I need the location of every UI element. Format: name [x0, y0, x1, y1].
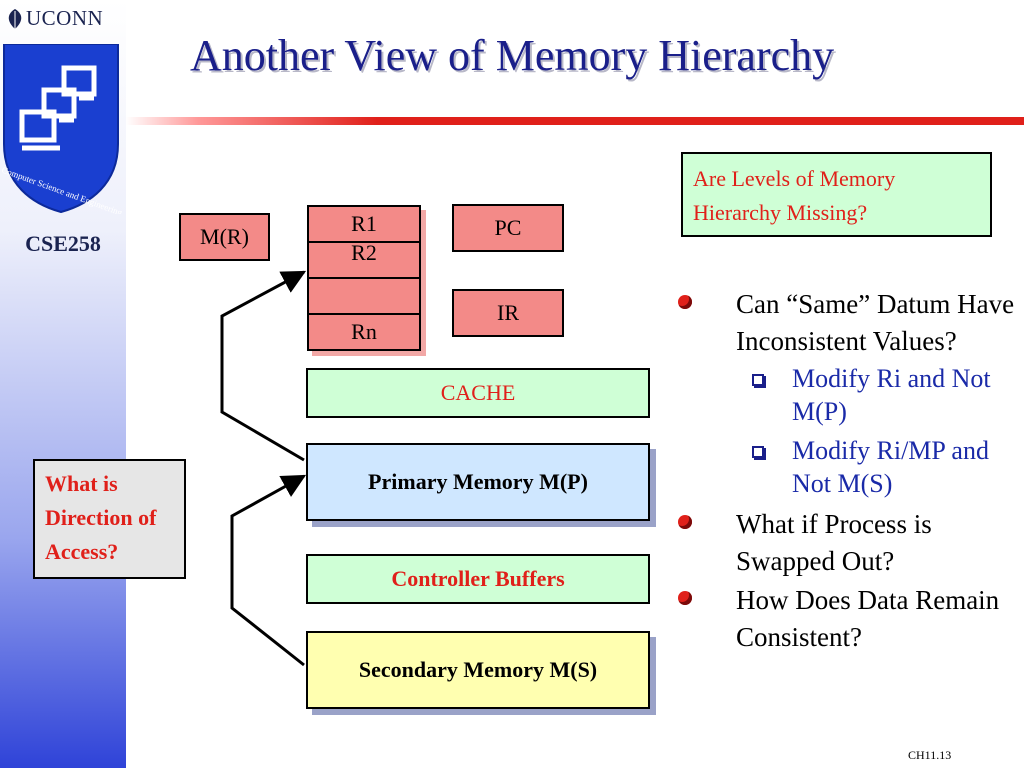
controller-buffers-box: Controller Buffers: [306, 554, 650, 604]
page-title: Another View of Memory Hierarchy: [190, 31, 835, 80]
computer-icon: [19, 65, 97, 151]
square-bullet-icon: [752, 446, 764, 458]
cache-box: CACHE: [306, 368, 650, 418]
bullet-text: What if Process is Swapped Out?: [736, 509, 932, 576]
bullet-item: How Does Data Remain Consistent?: [676, 582, 1016, 656]
brand-name: UCONN: [26, 6, 104, 30]
red-bullet-icon: [678, 295, 692, 309]
bullet-item: Can “Same” Datum Have Inconsistent Value…: [676, 286, 1016, 360]
bullet-item: What if Process is Swapped Out?: [676, 506, 1016, 580]
primary-memory-box: Primary Memory M(P): [306, 443, 650, 521]
direction-question-box: What is Direction of Access?: [33, 459, 186, 579]
title-rule: [126, 117, 1024, 125]
register-rn: Rn: [307, 313, 421, 351]
brand: UCONN: [6, 6, 103, 31]
slide-number: CH11.13: [908, 748, 952, 762]
red-bullet-icon: [678, 591, 692, 605]
ir-box: IR: [452, 289, 564, 337]
register-blank: [307, 277, 421, 315]
bullet-text: How Does Data Remain Consistent?: [736, 585, 1000, 652]
sub-bullet-item: Modify Ri/MP and Not M(S): [676, 434, 1016, 500]
red-bullet-icon: [678, 515, 692, 529]
register-stack: R1 R2 Rn: [307, 205, 421, 351]
square-bullet-icon: [752, 374, 764, 386]
bullet-text: Can “Same” Datum Have Inconsistent Value…: [736, 289, 1015, 356]
cse-logo: Computer Science and Engineering: [0, 44, 122, 214]
pc-box: PC: [452, 204, 564, 252]
sub-bullet-item: Modify Ri and Not M(P): [676, 362, 1016, 428]
sub-bullet-text: Modify Ri and Not M(P): [792, 364, 991, 426]
register-r2: R2: [307, 241, 421, 279]
arrow-secondary-to-primary: [230, 474, 307, 667]
missing-levels-question-box: Are Levels of Memory Hierarchy Missing?: [681, 152, 992, 237]
oak-leaf-icon: [8, 8, 22, 29]
mr-box: M(R): [179, 213, 270, 261]
course-code: CSE258: [25, 231, 101, 256]
arrow-primary-to-registers: [220, 270, 307, 462]
register-r1: R1: [307, 205, 421, 243]
secondary-memory-box: Secondary Memory M(S): [306, 631, 650, 709]
sub-bullet-text: Modify Ri/MP and Not M(S): [792, 436, 989, 498]
bullet-list: Can “Same” Datum Have Inconsistent Value…: [676, 286, 1016, 658]
